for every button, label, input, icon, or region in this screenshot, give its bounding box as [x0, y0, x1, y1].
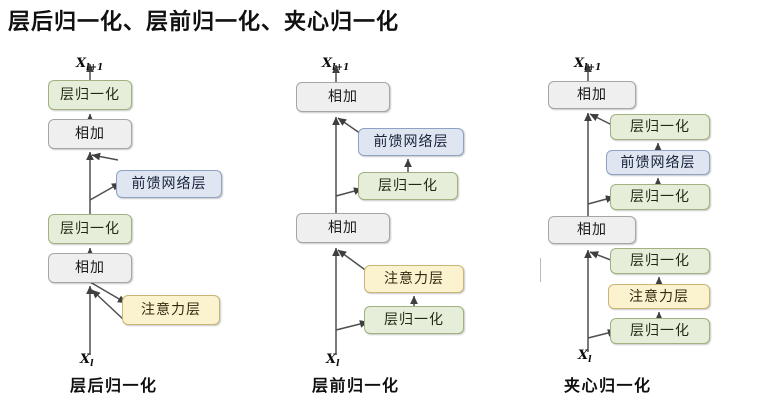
node-feed-forward-pre-ln[interactable]: 前馈网络层: [358, 128, 464, 156]
node-add-bottom-pre-ln[interactable]: 相加: [296, 213, 390, 243]
caption-pre-ln: 层前归一化: [312, 376, 400, 395]
page-title: 层后归一化、层前归一化、夹心归一化: [8, 10, 400, 35]
node-layer-norm-bottom-post-ln[interactable]: 层归一化: [48, 214, 132, 244]
node-add-top-sandwich-ln[interactable]: 相加: [548, 81, 636, 109]
input-label-pre-ln: Xl: [326, 352, 340, 369]
node-layer-norm-post-ffn-sandwich-ln[interactable]: 层归一化: [610, 114, 710, 140]
node-layer-norm-ffn-pre-ln[interactable]: 层归一化: [358, 172, 458, 200]
branch-out-feedforward: [91, 152, 119, 161]
stray-mark: [540, 258, 541, 282]
branch-out-attention: [337, 249, 369, 273]
branch-in-layer-norm-pre-ffn: [587, 195, 615, 205]
input-label-post-ln: Xl: [80, 352, 94, 369]
branch-in-layer-norm-attn: [335, 320, 369, 331]
connector-layer-post-ln: [86, 63, 127, 355]
output-label-post-ln: Xl+1: [76, 56, 104, 73]
node-add-bottom-post-ln[interactable]: 相加: [48, 253, 132, 283]
node-feed-forward-post-ln[interactable]: 前馈网络层: [116, 170, 222, 198]
node-layer-norm-pre-ffn-sandwich-ln[interactable]: 层归一化: [610, 184, 710, 210]
node-layer-norm-post-attn-sandwich-ln[interactable]: 层归一化: [610, 248, 710, 274]
node-add-top-post-ln[interactable]: 相加: [48, 119, 132, 149]
branch-out-attention: [91, 289, 125, 321]
node-layer-norm-pre-attn-sandwich-ln[interactable]: 层归一化: [610, 318, 710, 344]
branch-in-attention: [89, 281, 127, 304]
node-layer-norm-attn-pre-ln[interactable]: 层归一化: [364, 306, 464, 334]
node-attention-post-ln[interactable]: 注意力层: [122, 295, 220, 325]
node-add-bottom-sandwich-ln[interactable]: 相加: [548, 216, 636, 244]
branch-in-layer-norm-ffn: [335, 187, 363, 197]
input-label-sandwich-ln: Xl: [578, 348, 592, 365]
diagram-column-sandwich-ln: Xl+1 Xl 夹心归一化 相加 层归一化 前馈网络层 层归一化 相加 层归一化…: [498, 0, 754, 403]
node-attention-sandwich-ln[interactable]: 注意力层: [608, 284, 710, 309]
output-label-pre-ln: Xl+1: [322, 56, 350, 73]
connector-layer-pre-ln: [332, 64, 418, 355]
node-add-top-pre-ln[interactable]: 相加: [296, 82, 390, 112]
branch-in-feedforward: [89, 182, 121, 201]
caption-sandwich-ln: 夹心归一化: [564, 376, 652, 395]
output-label-sandwich-ln: Xl+1: [574, 56, 602, 73]
diagram-column-post-ln: Xl+1 Xl 层后归一化 层归一化 相加 前馈网络层 层归一化 相加 注意力层: [0, 0, 256, 403]
caption-post-ln: 层后归一化: [70, 376, 158, 395]
diagram-column-pre-ln: Xl+1 Xl 层前归一化 相加 前馈网络层 层归一化 相加 注意力层 层归一化: [248, 0, 504, 403]
node-layer-norm-top-post-ln[interactable]: 层归一化: [48, 80, 132, 110]
node-attention-pre-ln[interactable]: 注意力层: [364, 265, 464, 293]
node-feed-forward-sandwich-ln[interactable]: 前馈网络层: [606, 150, 710, 175]
